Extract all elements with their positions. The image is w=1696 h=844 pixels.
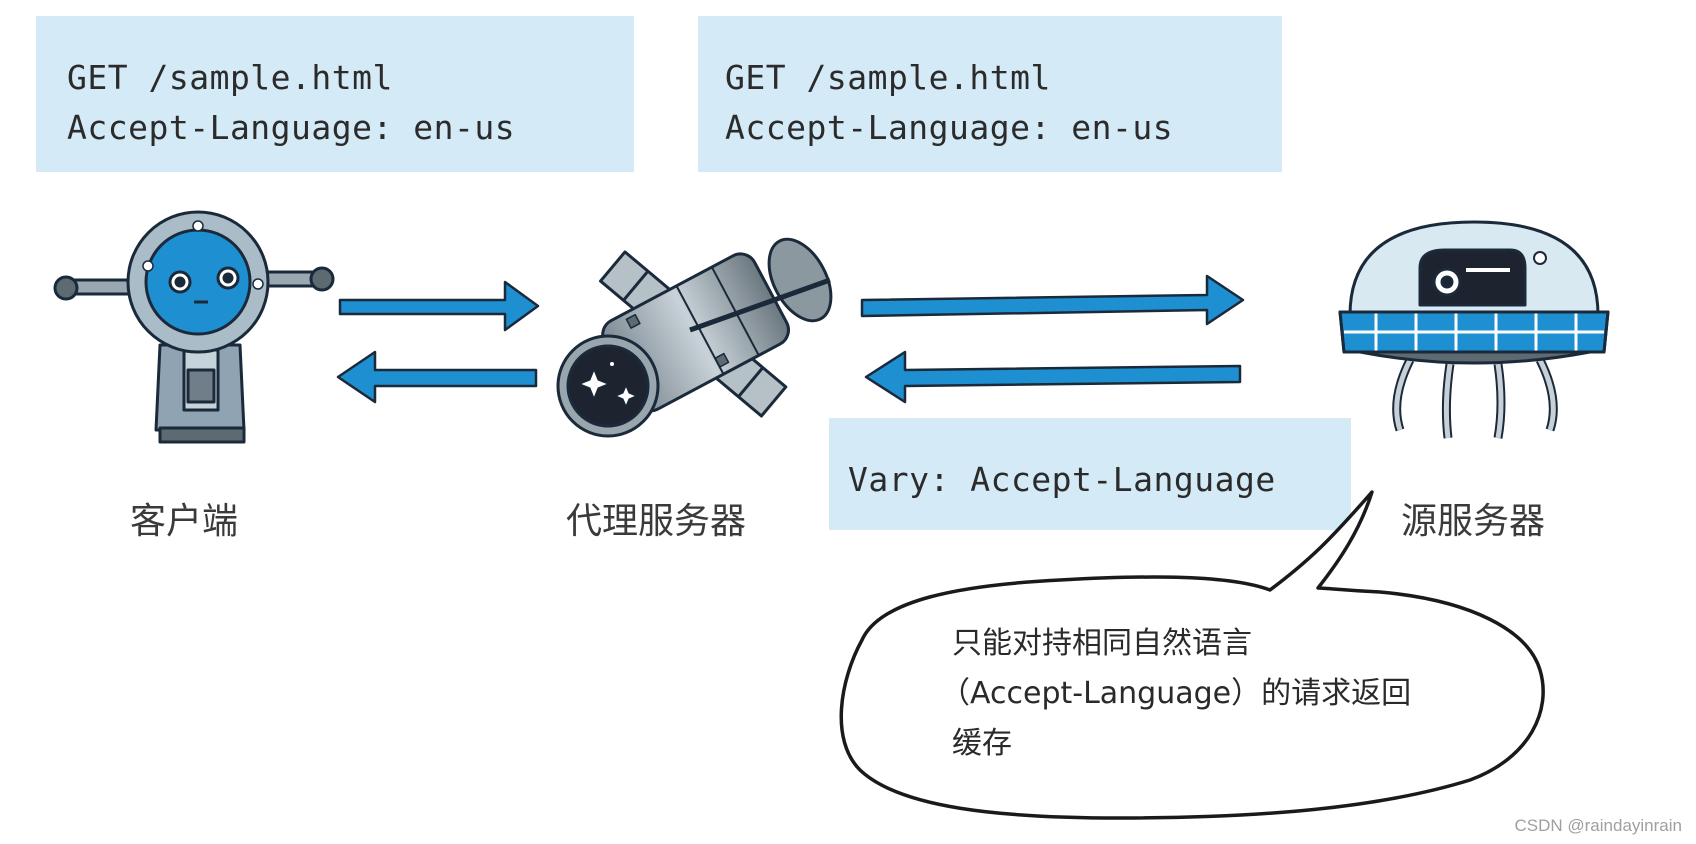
request-line-accept-language-left: Accept-Language: en-us (67, 108, 516, 147)
origin-label: 源服务器 (1401, 501, 1546, 542)
note-line-1: 只能对持相同自然语言 (952, 626, 1252, 661)
request-box-proxy-to-origin (698, 16, 1282, 172)
client-label: 客户端 (130, 501, 239, 542)
note-line-3: 缓存 (952, 726, 1012, 761)
dome-origin-server-icon (1338, 220, 1610, 439)
note-line-2: （Accept-Language）的请求返回 (940, 676, 1412, 711)
request-line-get-left: GET /sample.html (67, 58, 393, 97)
robot-client-icon (53, 210, 335, 444)
arrow-proxy-to-origin (860, 274, 1245, 326)
request-line-get-right: GET /sample.html (725, 58, 1051, 97)
arrow-client-to-proxy (338, 280, 540, 332)
speech-bubble (839, 490, 1545, 820)
vary-header-text: Vary: Accept-Language (848, 460, 1276, 499)
response-header-box (829, 418, 1351, 530)
watermark: CSDN @raindayinrain (1514, 816, 1683, 835)
request-line-accept-language-right: Accept-Language: en-us (725, 108, 1174, 147)
arrow-proxy-to-client (336, 350, 538, 404)
arrow-origin-to-proxy (864, 350, 1242, 404)
request-box-client-to-proxy (36, 16, 634, 172)
proxy-label: 代理服务器 (566, 501, 747, 542)
satellite-proxy-icon (556, 237, 833, 438)
